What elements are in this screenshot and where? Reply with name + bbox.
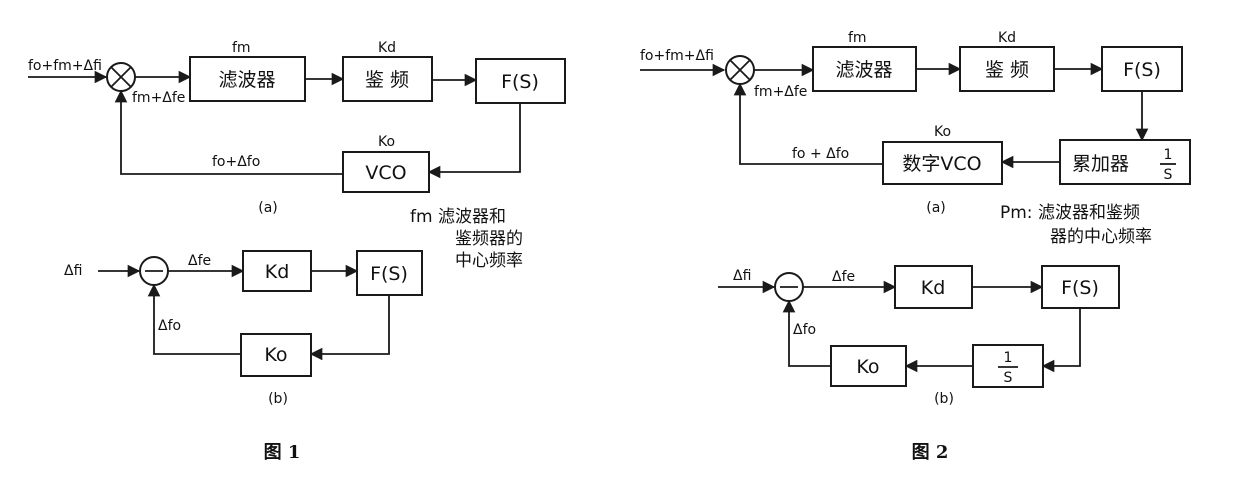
f2a-input-label: fo+fm+Δfi (640, 48, 714, 64)
f2b-summing-junction (774, 272, 804, 302)
f1b-summing-junction (139, 256, 169, 286)
f2b-integrator-den: S (1004, 370, 1013, 386)
f1b-feedback-path (147, 283, 241, 355)
f1a-disc-param: Kd (378, 40, 396, 56)
f1b-fs-to-ko (309, 295, 390, 361)
f2b-fs-label: F(S) (1061, 277, 1099, 299)
f2a-sublabel: (a) (926, 200, 946, 216)
f1b-error-label: Δfe (188, 253, 211, 269)
f1a-note-line-3: 中心频率 (455, 251, 523, 271)
figure1-caption: 图 1 (264, 442, 301, 463)
f2a-note-line-1: Pm: 滤波器和鉴频 (1000, 203, 1140, 223)
f1a-note-line-2: 鉴频器的 (455, 229, 523, 249)
f1a-mixer-out-label: fm+Δfe (132, 90, 185, 106)
f2a-feedback-path (733, 82, 883, 165)
f2a-accumulator-frac-den: S (1164, 167, 1173, 183)
f2b-ko-label: Ko (856, 356, 879, 378)
f1a-vco-block (342, 151, 430, 193)
f2a-filter-label: 滤波器 (835, 59, 892, 81)
f2b-feedback-label: Δfo (793, 322, 816, 338)
f2a-accumulator-label: 累加器 (1072, 153, 1129, 175)
f2b-integrator-num: 1 (1004, 350, 1013, 366)
f2b-fs-to-integrator (1041, 308, 1081, 373)
f1b-input-label: Δfi (64, 263, 82, 279)
f2b-feedback-path (782, 299, 831, 367)
f2a-mixer (725, 55, 755, 85)
f2a-accumulator-frac-num: 1 (1164, 147, 1173, 163)
figure1-diagram-a: fo+fm+Δfi fm+Δfe fm 滤波器 Kd 鉴 频 F(S) Ko V… (28, 40, 566, 271)
f1b-sublabel: (b) (268, 391, 288, 407)
f2b-kd-label: Kd (921, 277, 946, 299)
f2a-filter-block (812, 46, 917, 92)
f1a-vco-param: Ko (378, 134, 395, 150)
figure2-diagram-a: fo+fm+Δfi fm+Δfe fm 滤波器 Kd 鉴 频 F(S) 累加器 … (640, 30, 1191, 247)
f2b-sublabel: (b) (934, 391, 954, 407)
f1b-feedback-label: Δfo (158, 318, 181, 334)
f2b-error-label: Δfe (832, 269, 855, 285)
f2b-integrator-block (972, 344, 1044, 388)
f1b-fs-block (356, 250, 423, 296)
f2a-fs-label: F(S) (1123, 59, 1161, 81)
f1a-vco-label: VCO (365, 162, 406, 184)
f2a-note-line-2: 器的中心频率 (1050, 227, 1152, 247)
f2a-disc-param: Kd (998, 30, 1016, 46)
f1a-sublabel: (a) (258, 200, 278, 216)
f2a-dvco-block (882, 141, 1003, 185)
f1a-filter-label: 滤波器 (218, 69, 275, 91)
f1a-fs-label: F(S) (501, 71, 539, 93)
f2a-disc-label: 鉴 频 (985, 59, 1029, 81)
f1a-mixer (106, 62, 136, 92)
f2b-kd-block (894, 265, 973, 309)
f1a-disc-label: 鉴 频 (365, 69, 409, 91)
f1b-ko-block (240, 333, 312, 377)
f2a-mixer-out-label: fm+Δfe (754, 84, 807, 100)
f2b-fs-block (1041, 265, 1120, 309)
f1a-filter-block (189, 56, 306, 102)
f1a-fs-to-vco (427, 103, 521, 179)
f1a-filter-param: fm (232, 40, 251, 56)
figure2-caption: 图 2 (912, 442, 949, 463)
figure2-diagram-b: Δfi Δfe Kd F(S) 1 S Ko Δfo (b) (718, 265, 1120, 407)
f2b-input-label: Δfi (733, 268, 751, 284)
f1a-feedback-path (114, 89, 343, 175)
f2a-dvco-param: Ko (934, 124, 951, 140)
f1b-fs-label: F(S) (370, 263, 408, 285)
f1b-kd-block (242, 250, 312, 292)
f2a-dvco-label: 数字VCO (902, 153, 981, 175)
figure1-diagram-b: Δfi Δfe Kd F(S) Ko Δfo (b) (64, 250, 423, 407)
f1b-kd-label: Kd (265, 261, 290, 283)
f2a-filter-param: fm (848, 30, 867, 46)
f1a-feedback-label: fo+Δfo (212, 154, 260, 170)
f1a-disc-block (342, 56, 433, 102)
f1a-note-line-1: fm 滤波器和 (410, 207, 506, 227)
f1b-ko-label: Ko (264, 344, 287, 366)
f1a-input-label: fo+fm+Δfi (28, 58, 102, 74)
f2a-feedback-label: fo + Δfo (792, 146, 849, 162)
